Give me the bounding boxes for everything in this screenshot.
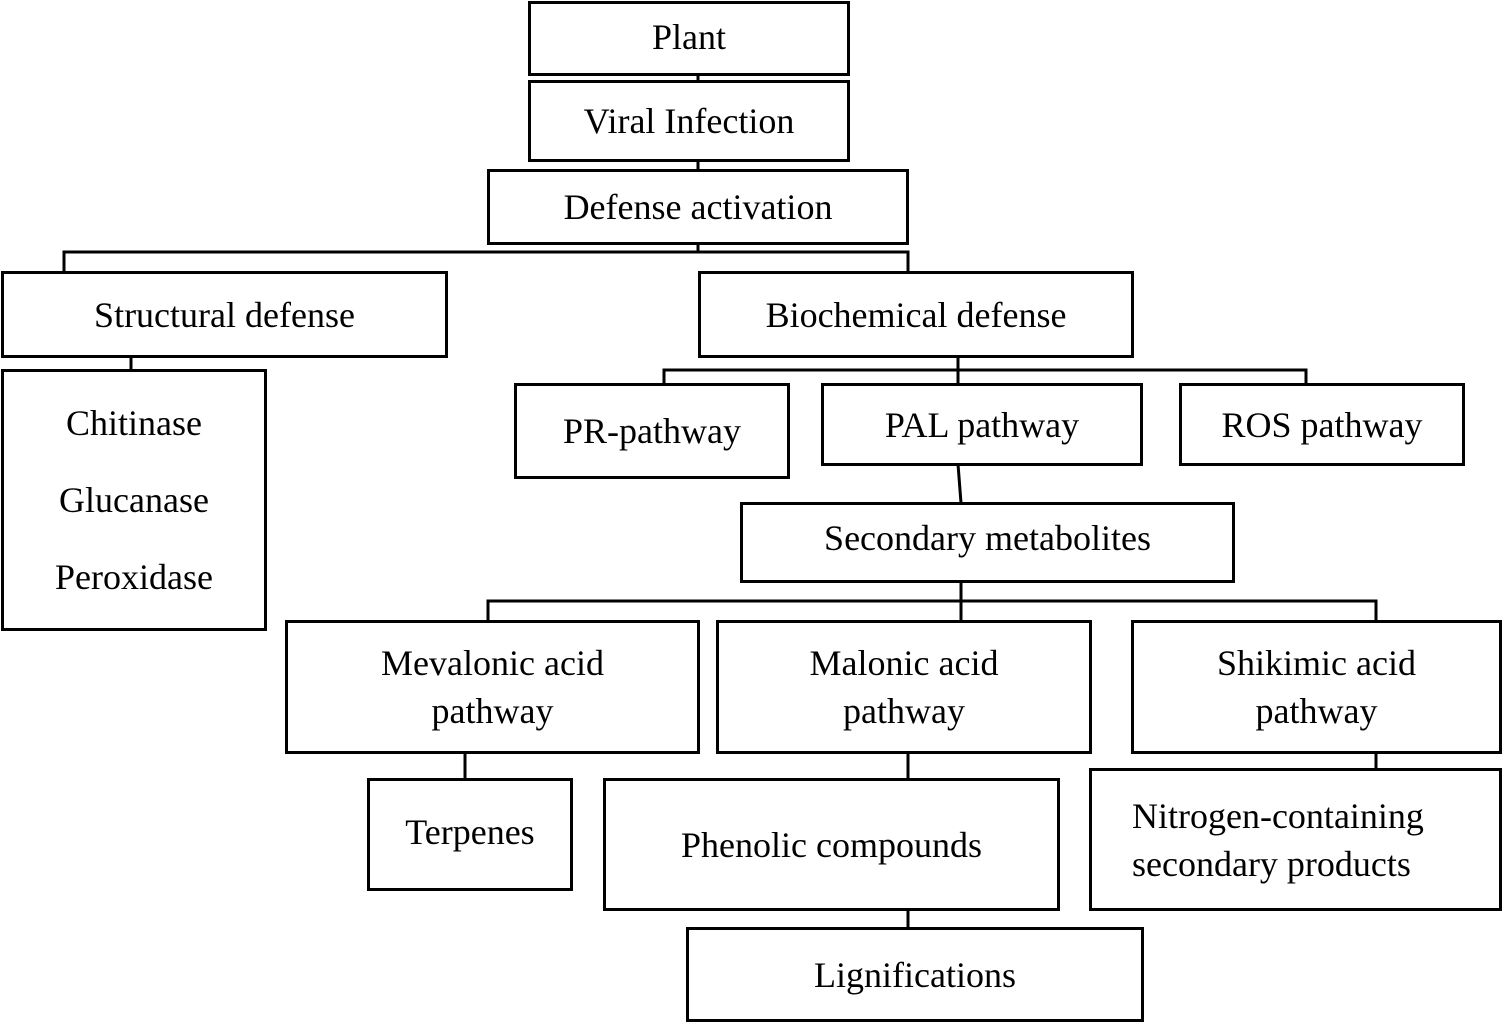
pal-pathway-node: PAL pathway	[821, 383, 1143, 466]
structural-defense-node: Structural defense	[1, 271, 448, 358]
malonic-acid-pathway-node: Malonic acid pathway	[716, 620, 1092, 754]
shikimic-label: Shikimic acid pathway	[1217, 639, 1416, 735]
structural-enzymes-node: Chitinase Glucanase Peroxidase	[1, 369, 267, 631]
malonic-line-1: Malonic acid	[809, 643, 999, 683]
nitrogen-line-2: secondary products	[1132, 843, 1411, 884]
lignifications-node: Lignifications	[686, 927, 1144, 1022]
plant-node: Plant	[528, 1, 850, 76]
edge-pal-secondary	[956, 463, 963, 504]
enzyme-list: Chitinase Glucanase Peroxidase	[55, 385, 213, 616]
nitrogen-label: Nitrogen-containing secondary products	[1132, 792, 1424, 888]
phenolic-compounds-node: Phenolic compounds	[603, 778, 1060, 911]
malonic-line-2: pathway	[843, 691, 965, 731]
chitinase-label: Chitinase	[66, 402, 202, 443]
biochemical-defense-node: Biochemical defense	[698, 271, 1134, 358]
mevalonic-line-1: Mevalonic acid	[381, 643, 604, 683]
glucanase-label: Glucanase	[59, 479, 209, 520]
edge-defense-branches	[62, 250, 910, 272]
peroxidase-label: Peroxidase	[55, 556, 213, 597]
mevalonic-acid-pathway-node: Mevalonic acid pathway	[285, 620, 700, 754]
nitrogen-line-1: Nitrogen-containing	[1132, 795, 1424, 836]
mevalonic-line-2: pathway	[431, 691, 554, 731]
shikimic-line-2: pathway	[1255, 691, 1378, 731]
defense-activation-node: Defense activation	[487, 169, 909, 245]
ros-pathway-node: ROS pathway	[1179, 383, 1465, 466]
pr-pathway-node: PR-pathway	[514, 383, 790, 479]
viral-infection-node: Viral Infection	[528, 80, 850, 162]
secondary-metabolites-node: Secondary metabolites	[740, 502, 1235, 583]
edge-secondary-branches	[486, 599, 1378, 621]
malonic-label: Malonic acid pathway	[810, 639, 999, 735]
shikimic-line-1: Shikimic acid	[1217, 643, 1416, 683]
nitrogen-products-node: Nitrogen-containing secondary products	[1089, 768, 1502, 911]
shikimic-acid-pathway-node: Shikimic acid pathway	[1131, 620, 1502, 754]
terpenes-node: Terpenes	[367, 778, 573, 891]
edge-biochemical-branches	[662, 368, 1308, 384]
mevalonic-label: Mevalonic acid pathway	[381, 639, 604, 735]
